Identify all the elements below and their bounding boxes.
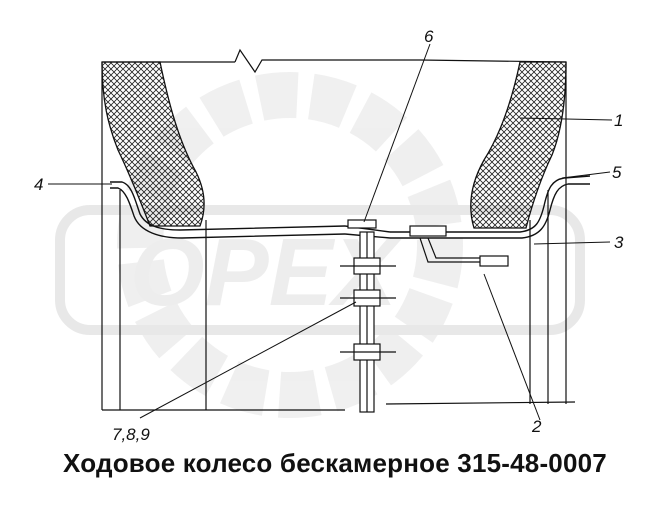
label-part-6: 6 (424, 27, 434, 46)
label-part-1: 1 (614, 111, 623, 130)
watermark-frame (55, 205, 585, 335)
tire-left-sidewall (101, 61, 205, 227)
label-part-5: 5 (612, 163, 622, 182)
hub-assembly (340, 219, 447, 413)
rim-outline (101, 48, 576, 411)
label-part-3: 3 (614, 233, 624, 252)
label-parts-7-8-9: 7,8,9 (112, 425, 150, 444)
label-part-4: 4 (34, 175, 43, 194)
tire-right-sidewall (470, 61, 567, 229)
label-part-2: 2 (531, 417, 542, 436)
watermark-gear (117, 72, 463, 418)
valve-assembly (419, 237, 509, 267)
wheel-diagram: OPEX (34, 27, 624, 444)
diagram-caption: Ходовое колесо бескамерное 315-48-0007 (63, 448, 607, 478)
leader-lines (48, 43, 613, 421)
